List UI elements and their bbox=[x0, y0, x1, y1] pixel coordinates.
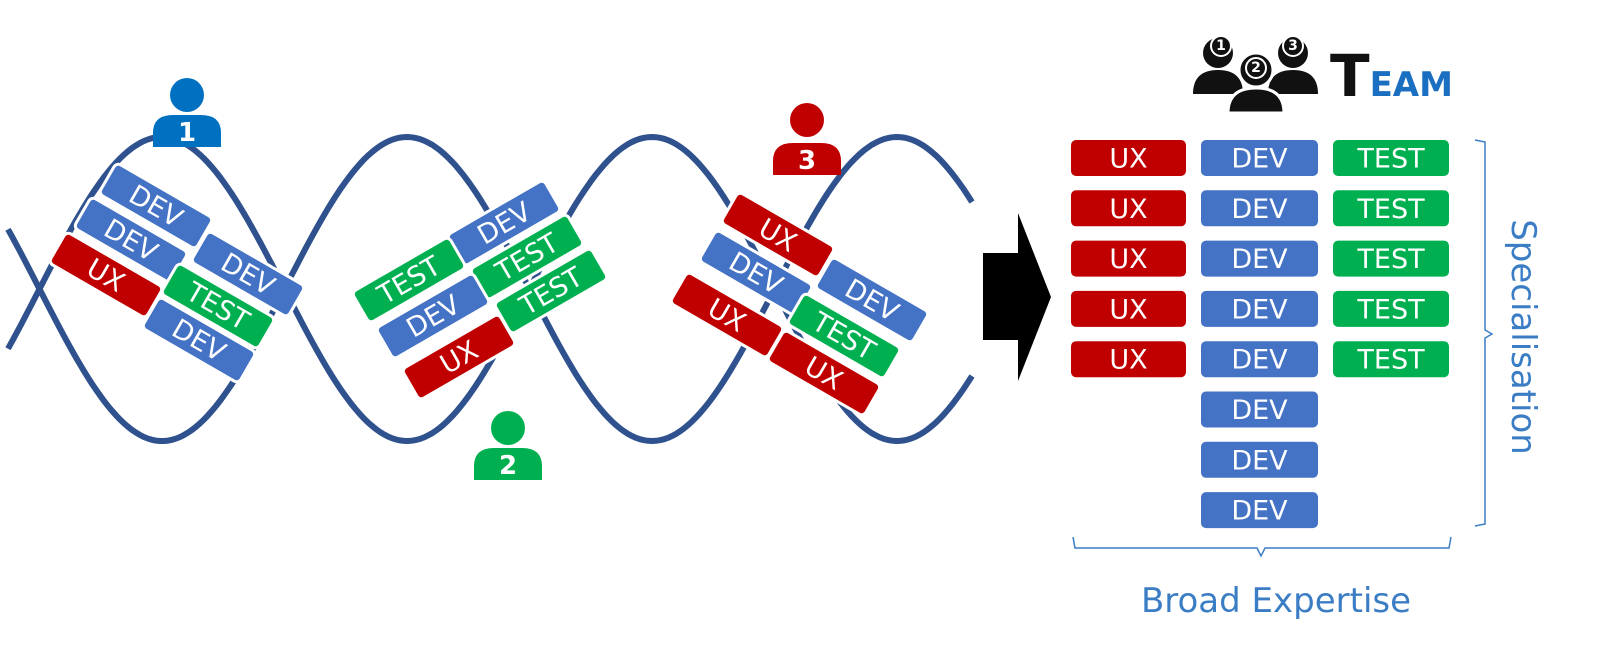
team-tile-dev: DEV bbox=[1201, 140, 1318, 176]
helix-block-test: TEST bbox=[469, 213, 585, 301]
team-tile-dev: DEV bbox=[1201, 290, 1318, 327]
person-2-icon: 2 bbox=[474, 411, 542, 481]
team-title: TEAM bbox=[1330, 42, 1453, 110]
specialisation-bracket bbox=[1474, 139, 1494, 527]
team-tile-label: TEST bbox=[1356, 294, 1425, 325]
team-skill-grid: UX UX UX UX UX DEV DEV DEV DEV DEV DEV DEV DEV TEST TE… bbox=[1071, 140, 1449, 529]
team-tile-label: DEV bbox=[1231, 395, 1288, 426]
team-tile-ux: UX bbox=[1071, 190, 1186, 227]
team-member-2-number: 2 bbox=[1251, 60, 1261, 76]
team-tile-label: TEST bbox=[1356, 194, 1425, 225]
team-tile-test: TEST bbox=[1333, 290, 1449, 327]
broad-expertise-label: Broad Expertise bbox=[1141, 581, 1411, 621]
team-header: 1 2 3 TEAM bbox=[1193, 35, 1453, 115]
team-title-initial: T bbox=[1330, 42, 1370, 110]
team-tile-label: DEV bbox=[1231, 144, 1288, 175]
helix-persons: 1 2 3 bbox=[153, 78, 841, 481]
person-number: 1 bbox=[178, 118, 196, 148]
person-3-icon: 3 bbox=[773, 103, 841, 176]
team-tile-label: DEV bbox=[1231, 244, 1288, 275]
team-tile-label: DEV bbox=[1231, 496, 1288, 527]
team-tile-label: UX bbox=[1109, 144, 1147, 175]
team-tile-label: UX bbox=[1109, 244, 1147, 275]
team-tile-dev: DEV bbox=[1201, 240, 1318, 277]
team-tile-ux: UX bbox=[1071, 290, 1186, 327]
team-tile-ux: UX bbox=[1071, 240, 1186, 277]
team-tile-test: TEST bbox=[1333, 341, 1449, 378]
team-tile-ux: UX bbox=[1071, 140, 1186, 176]
team-tile-dev: DEV bbox=[1201, 492, 1318, 529]
helix-block-ux: UX bbox=[766, 329, 882, 417]
person-1-icon: 1 bbox=[153, 78, 221, 148]
team-tile-label: DEV bbox=[1231, 194, 1288, 225]
team-member-1-number: 1 bbox=[1216, 38, 1226, 54]
team-tile-label: DEV bbox=[1231, 294, 1288, 325]
person-number: 2 bbox=[499, 451, 517, 481]
team-tile-dev: DEV bbox=[1201, 391, 1318, 428]
team-tile-dev: DEV bbox=[1201, 341, 1318, 378]
person-number: 3 bbox=[798, 146, 816, 176]
team-tile-dev: DEV bbox=[1201, 190, 1318, 227]
team-tile-label: UX bbox=[1109, 294, 1147, 325]
team-tile-test: TEST bbox=[1333, 190, 1449, 227]
specialisation-label: Specialisation bbox=[1503, 219, 1543, 455]
team-tile-label: TEST bbox=[1356, 345, 1425, 376]
team-tile-label: UX bbox=[1109, 345, 1147, 376]
team-tile-test: TEST bbox=[1333, 140, 1449, 176]
team-member-3-number: 3 bbox=[1288, 38, 1298, 54]
team-tile-label: TEST bbox=[1356, 244, 1425, 275]
team-title-rest: EAM bbox=[1370, 65, 1453, 105]
team-tile-label: UX bbox=[1109, 194, 1147, 225]
team-tile-label: DEV bbox=[1231, 445, 1288, 476]
team-tile-ux: UX bbox=[1071, 341, 1186, 378]
broad-expertise-bracket bbox=[1072, 536, 1452, 558]
helix-block-dev: DEV bbox=[375, 272, 491, 360]
team-tile-dev: DEV bbox=[1201, 441, 1318, 478]
team-tile-label: TEST bbox=[1356, 144, 1425, 175]
team-people-icon: 1 2 3 bbox=[1193, 35, 1318, 115]
team-tile-label: DEV bbox=[1231, 345, 1288, 376]
helix-block-dev: DEV bbox=[190, 230, 306, 318]
transform-arrow bbox=[983, 213, 1051, 381]
team-tile-test: TEST bbox=[1333, 240, 1449, 277]
